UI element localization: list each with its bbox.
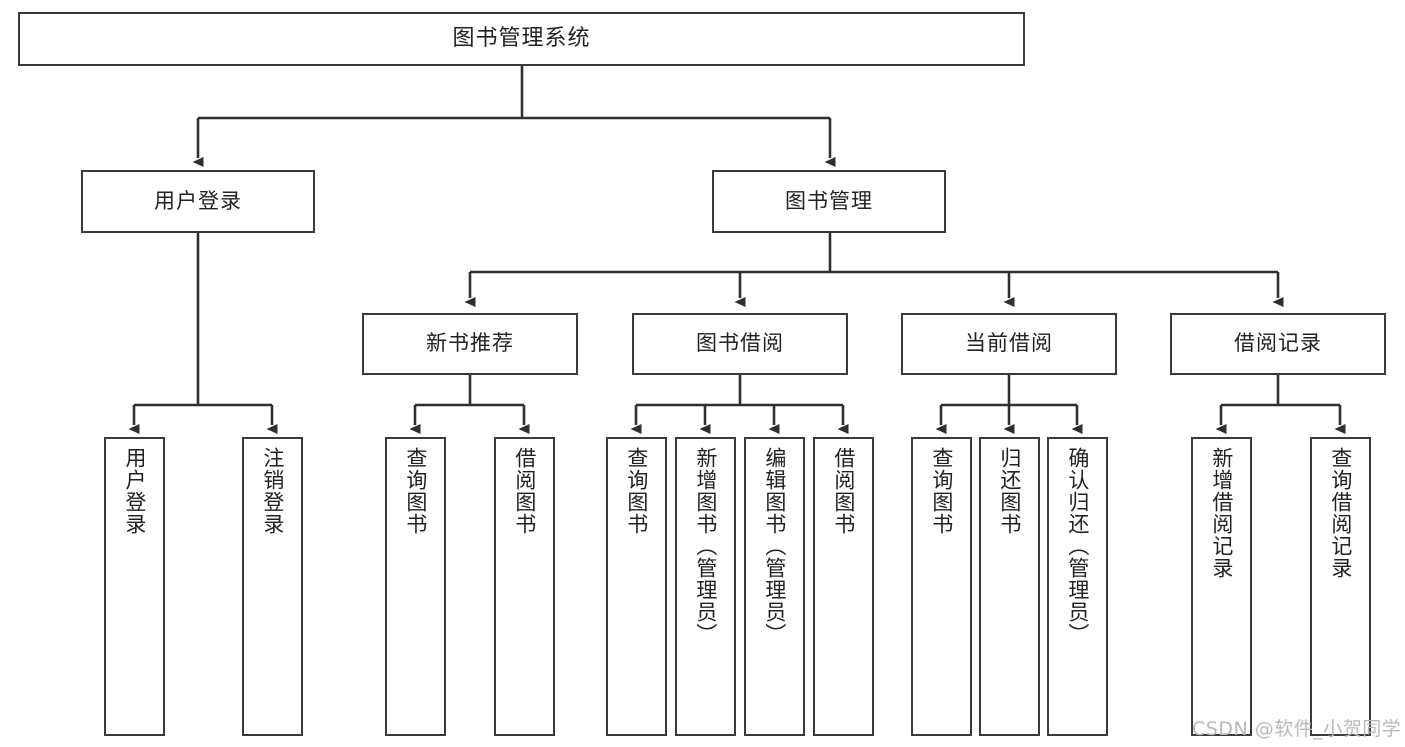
leaf-query-book-current[interactable]: 查询图书 [911,437,972,736]
csdn-watermark: CSDN @软件_小贺同学 [1192,718,1402,740]
node-label: 注销登录 [260,447,285,535]
leaf-logout-login[interactable]: 注销登录 [242,437,303,736]
node-new-book-recommend[interactable]: 新书推荐 [362,313,578,375]
node-user-login[interactable]: 用户登录 [81,170,315,233]
node-label: 查询图书 [403,447,428,535]
node-label: 当前借阅 [965,331,1053,356]
node-label: 用户登录 [154,188,242,213]
leaf-query-book-borrow[interactable]: 查询图书 [606,437,667,736]
node-label: 借阅记录 [1234,331,1322,356]
node-label: 新增借阅记录 [1209,447,1234,579]
leaf-user-login[interactable]: 用户登录 [104,437,165,736]
node-current-borrow[interactable]: 当前借阅 [901,313,1117,375]
leaf-query-borrow-record[interactable]: 查询借阅记录 [1310,437,1371,736]
leaf-edit-book-admin[interactable]: 编辑图书（管理员） [744,437,805,736]
leaf-confirm-return-admin[interactable]: 确认归还（管理员） [1047,437,1108,736]
node-label: 查询借阅记录 [1328,447,1353,579]
leaf-borrow-book-recommend[interactable]: 借阅图书 [494,437,555,736]
node-label: 图书管理 [785,188,873,213]
leaf-add-borrow-record[interactable]: 新增借阅记录 [1191,437,1252,736]
leaf-query-book-recommend[interactable]: 查询图书 [385,437,446,736]
leaf-add-book-admin[interactable]: 新增图书（管理员） [675,437,736,736]
node-borrow-record[interactable]: 借阅记录 [1170,313,1386,375]
node-label: 图书借阅 [696,331,784,356]
leaf-borrow-book[interactable]: 借阅图书 [813,437,874,736]
node-book-borrow[interactable]: 图书借阅 [632,313,848,375]
node-book-management[interactable]: 图书管理 [712,170,946,233]
node-label: 编辑图书（管理员） [762,447,787,645]
node-label: 新书推荐 [426,331,514,356]
node-label: 借阅图书 [831,447,856,535]
node-label: 查询图书 [624,447,649,535]
node-label: 确认归还（管理员） [1065,447,1090,645]
node-label: 归还图书 [997,447,1022,535]
node-label: 用户登录 [122,447,147,535]
node-root-book-management-system[interactable]: 图书管理系统 [18,12,1025,66]
node-label: 借阅图书 [512,447,537,535]
node-label: 查询图书 [929,447,954,535]
leaf-return-book[interactable]: 归还图书 [979,437,1040,736]
node-label: 图书管理系统 [452,25,591,51]
node-label: 新增图书（管理员） [693,447,718,645]
